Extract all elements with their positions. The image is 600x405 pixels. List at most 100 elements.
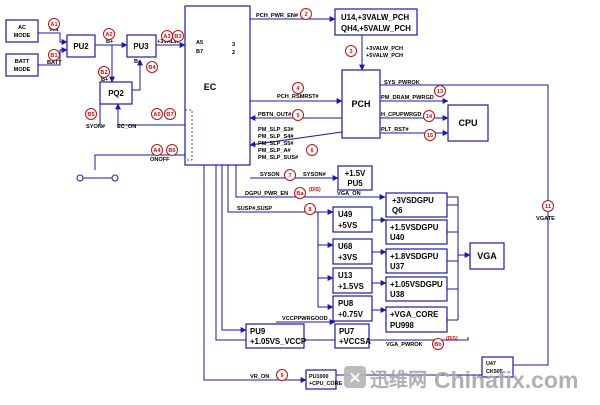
marker-b4: B4 xyxy=(146,61,158,73)
marker-13: 13 xyxy=(434,85,446,97)
block-pu2: PU2 xyxy=(66,34,96,58)
svg-text:CPU: CPU xyxy=(458,118,477,128)
svg-text:PU3: PU3 xyxy=(133,42,149,51)
svg-text:+CPU_CORE: +CPU_CORE xyxy=(309,381,343,387)
svg-text:B3: B3 xyxy=(174,34,181,40)
svg-text:U38: U38 xyxy=(390,290,405,299)
svg-text:6: 6 xyxy=(310,148,313,154)
svg-text:PCH_RSMRST#: PCH_RSMRST# xyxy=(277,94,320,100)
svg-text:VIN: VIN xyxy=(49,27,58,33)
svg-text:U37: U37 xyxy=(390,262,404,271)
svg-text:PCH: PCH xyxy=(351,99,370,109)
svg-text:VGA_ON: VGA_ON xyxy=(337,191,361,197)
svg-text:BATT: BATT xyxy=(15,59,30,65)
svg-text:3: 3 xyxy=(232,42,235,48)
svg-text:PCH_PWR_EN#: PCH_PWR_EN# xyxy=(256,13,299,19)
block-u40: +1.5VSDGPU U40 xyxy=(385,219,448,245)
block-pu8: PU8 +0.75V xyxy=(332,295,373,322)
svg-text:+1.8VSDGPU: +1.8VSDGPU xyxy=(390,252,439,261)
svg-text:13: 13 xyxy=(437,89,443,95)
marker-8: 8 xyxy=(304,203,316,215)
svg-text:MODE: MODE xyxy=(14,33,31,39)
svg-text:PU5: PU5 xyxy=(347,179,363,188)
marker-b7: B7 xyxy=(164,108,176,120)
svg-text:U47: U47 xyxy=(486,361,496,367)
block-batt-mode: BATT MODE xyxy=(5,53,39,77)
svg-text:(DIS): (DIS) xyxy=(446,336,458,342)
marker-a2: A2 xyxy=(103,28,115,40)
block-cpu: CPU xyxy=(447,104,489,142)
svg-text:A2: A2 xyxy=(105,32,112,38)
marker-15: 15 xyxy=(424,129,436,141)
svg-text:VGATE: VGATE xyxy=(536,216,555,222)
marker-7: 7 xyxy=(284,169,296,181)
svg-text:(DIS): (DIS) xyxy=(309,187,321,193)
svg-text:VCCPPWRGOOD: VCCPPWRGOOD xyxy=(282,316,328,322)
svg-text:2: 2 xyxy=(232,50,235,56)
svg-text:B7: B7 xyxy=(166,112,173,118)
svg-text:+1.5V: +1.5V xyxy=(345,169,366,178)
svg-text:B+: B+ xyxy=(134,59,142,65)
svg-text:EC: EC xyxy=(204,82,217,92)
marker-3: 3 xyxy=(345,45,357,57)
svg-text:B5: B5 xyxy=(87,112,94,118)
svg-text:+1.05VS_VCCP: +1.05VS_VCCP xyxy=(250,337,306,346)
svg-text:SYSON: SYSON xyxy=(260,172,280,178)
svg-text:H_CPUPWRGD: H_CPUPWRGD xyxy=(381,112,421,118)
svg-text:VR_ON: VR_ON xyxy=(250,374,269,380)
marker-4: 4 xyxy=(292,82,304,94)
svg-text:+3VALW: +3VALW xyxy=(157,39,180,45)
svg-text:PBTN_OUT#: PBTN_OUT# xyxy=(258,112,292,118)
block-u14: U14,+3VALW_PCH QH4,+5VALW_PCH xyxy=(334,8,418,36)
svg-text:2: 2 xyxy=(304,12,307,18)
svg-text:EC_ON: EC_ON xyxy=(117,124,136,130)
svg-text:SUSP#,SUSP: SUSP#,SUSP xyxy=(237,206,272,212)
watermark: ✕ 迅维网 Chinafix.com xyxy=(344,366,578,393)
marker-a5: A5 xyxy=(151,108,163,120)
marker-2: 2 xyxy=(300,8,312,20)
marker-6: 6 xyxy=(306,144,318,156)
block-pq2: PQ2 xyxy=(99,81,133,105)
svg-text:8: 8 xyxy=(308,207,311,213)
svg-text:SYS_PWROK: SYS_PWROK xyxy=(384,80,420,86)
svg-text:PM_SLP_S4#: PM_SLP_S4# xyxy=(258,134,294,140)
svg-text:+VGA_CORE: +VGA_CORE xyxy=(390,310,438,319)
block-q6: +3VSDGPU Q6 xyxy=(385,192,448,218)
svg-text:15: 15 xyxy=(427,133,433,139)
svg-text:PU2: PU2 xyxy=(73,42,89,51)
signal-labels: VIN BATT B+ B+ B+ +3VALW A5 B7 3 2 SYON#… xyxy=(47,13,555,380)
block-pu7: PU7 +VCCSA xyxy=(334,323,371,349)
svg-text:B4: B4 xyxy=(148,65,156,71)
svg-text:+3VSDGPU: +3VSDGPU xyxy=(392,196,434,205)
svg-text:A4: A4 xyxy=(153,148,161,154)
svg-text:PU1000: PU1000 xyxy=(309,374,328,380)
svg-text:PU7: PU7 xyxy=(339,327,354,336)
block-u68: U68 +3VS xyxy=(332,238,373,265)
marker-b1: B1 xyxy=(48,49,60,61)
svg-text:+3VS: +3VS xyxy=(338,253,357,262)
svg-text:迅维网: 迅维网 xyxy=(370,368,427,391)
svg-text:AC: AC xyxy=(18,25,26,31)
block-u37: +1.8VSDGPU U37 xyxy=(385,248,448,274)
svg-text:U49: U49 xyxy=(338,210,353,219)
svg-text:VGA_PWROK: VGA_PWROK xyxy=(386,342,423,348)
marker-b2: B2 xyxy=(98,66,110,78)
svg-text:U13: U13 xyxy=(338,271,353,280)
svg-text:+5VALW_PCH: +5VALW_PCH xyxy=(366,53,403,59)
marker-5: 5 xyxy=(292,109,304,121)
svg-text:U68: U68 xyxy=(338,242,353,251)
svg-text:PU8: PU8 xyxy=(338,299,354,308)
block-pch: PCH xyxy=(341,69,381,139)
block-u13: U13 +1.5VS xyxy=(332,267,373,294)
block-pu9: PU9 +1.05VS_VCCP xyxy=(245,323,306,349)
svg-text:4: 4 xyxy=(296,86,300,92)
svg-text:PM_SLP_S5#: PM_SLP_S5# xyxy=(258,141,294,147)
svg-text:PLT_RST#: PLT_RST# xyxy=(381,127,409,133)
block-u38: +1.05VSDGPU U38 xyxy=(385,276,448,302)
svg-text:CK505: CK505 xyxy=(486,369,503,375)
svg-text:Q6: Q6 xyxy=(392,206,403,215)
marker-a3: A3 xyxy=(161,30,173,42)
svg-text:+3VALW_PCH: +3VALW_PCH xyxy=(366,46,403,52)
svg-text:✕: ✕ xyxy=(349,370,362,387)
